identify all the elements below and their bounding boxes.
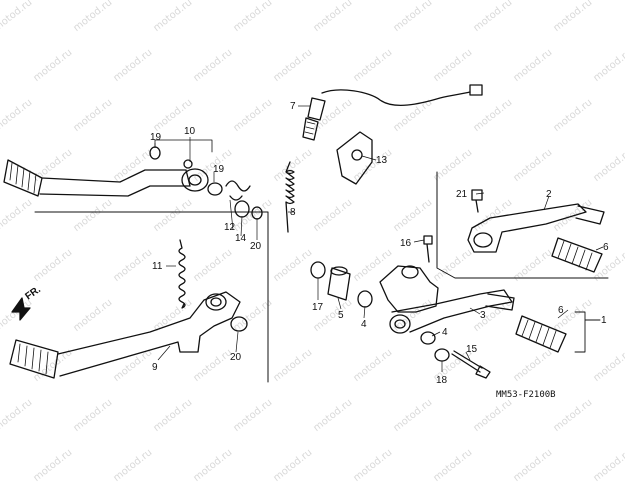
bolt-16 [423,235,433,263]
washer-17 [310,261,326,279]
diagram-svg: 10 19 19 7 13 12 14 20 8 11 9 20 16 17 5… [3,84,609,400]
top-pedal-lever [39,169,191,197]
divider-line-right [436,171,609,279]
bolt-21 [471,189,483,213]
bottom-pedal-rubber [9,339,59,379]
shift-arm-assembly [379,265,515,334]
footpeg-rubber-6-bottom [515,315,567,353]
top-pedal-rubber [3,159,43,197]
return-spring-11 [178,239,186,309]
callout-10: 10 [184,126,196,137]
washer-18 [434,348,450,362]
washer-4-bottom [420,331,436,345]
sensor-body [307,97,326,121]
circlip-20-top [251,206,263,220]
callout-labels: 10 19 19 7 13 12 14 20 8 11 9 20 16 17 5… [23,101,609,400]
callout-20-bottom: 20 [230,352,242,363]
callout-4-right: 4 [442,327,448,338]
callout-6-bottom: 6 [558,305,564,316]
bottom-pedal-lever [57,291,241,377]
callout-16: 16 [400,238,412,249]
washer-14 [234,200,250,218]
forward-arrow [11,297,31,321]
callout-2: 2 [546,189,552,200]
top-pedal-assembly [3,139,263,220]
sensor-assembly [302,84,483,141]
callout-6-top: 6 [603,242,609,253]
callout-14: 14 [235,233,247,244]
callout-11: 11 [152,261,163,272]
circlip-20-bottom [230,316,248,332]
callout-15: 15 [466,344,478,355]
callout-9: 9 [152,362,158,373]
callout-12: 12 [224,222,236,233]
callout-7: 7 [290,101,296,112]
callout-8: 8 [290,207,296,218]
spring-12 [225,180,251,201]
callout-4-left: 4 [361,319,367,330]
bottom-pedal-assembly [9,291,248,379]
bracket-13 [336,131,373,185]
forward-label: FR. [23,284,43,302]
bolt-15 [451,350,491,379]
leader-lines [154,105,604,372]
callout-3: 3 [480,310,486,321]
diagram-code: MM53-F2100B [496,390,556,400]
callout-19-left: 19 [150,132,162,143]
sensor-cable [321,89,471,106]
washer-4-center [357,290,373,308]
shift-lever-2 [467,203,605,253]
collar-19-right [207,182,223,196]
callout-1: 1 [601,315,607,326]
callout-17: 17 [312,302,324,313]
return-spring-8 [285,161,295,233]
collar-5 [327,267,351,301]
divider-line-left [34,211,269,383]
callout-19-right: 19 [213,164,225,175]
callout-21: 21 [456,189,468,200]
washer-19-top [149,146,161,160]
callout-20-top: 20 [250,241,262,252]
callout-5: 5 [338,310,344,321]
footpeg-rubber-6-top [551,237,603,273]
callout-13: 13 [376,155,388,166]
callout-18: 18 [436,375,448,386]
bracket-item-1 [574,311,601,353]
